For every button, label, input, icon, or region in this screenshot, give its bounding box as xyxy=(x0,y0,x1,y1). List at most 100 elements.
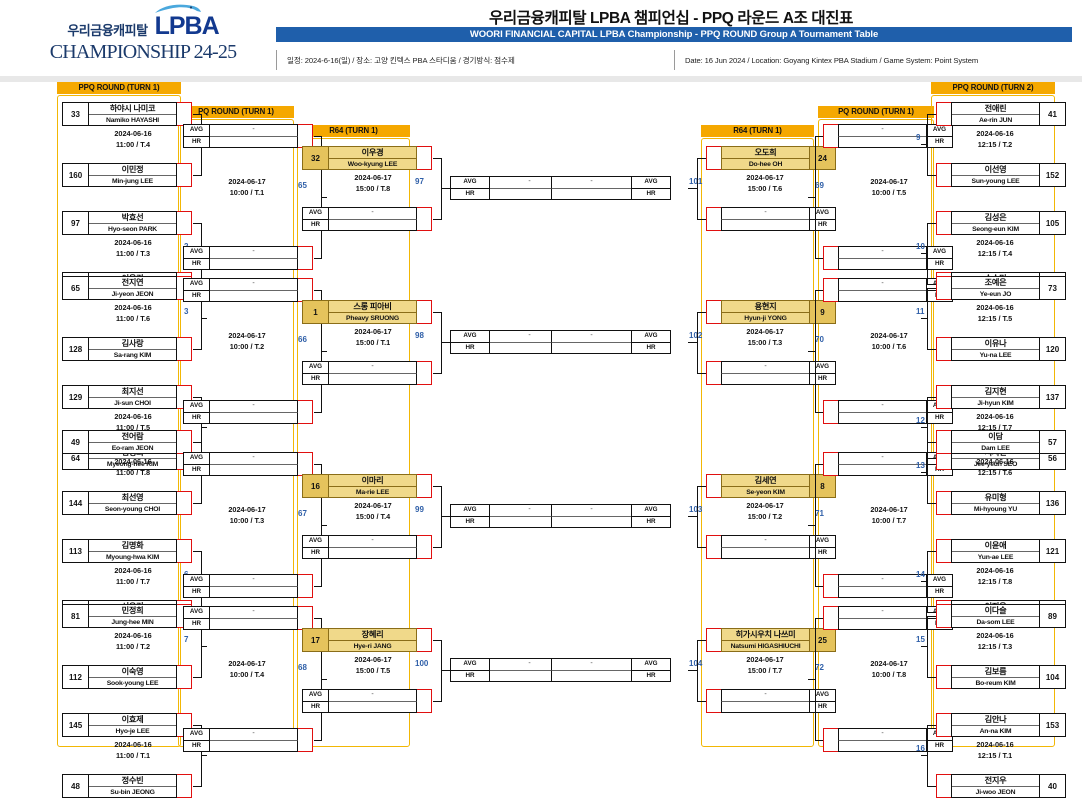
player-score-box[interactable] xyxy=(417,474,432,498)
result-score-box[interactable] xyxy=(298,452,313,476)
player-score-box[interactable] xyxy=(417,628,432,652)
result-score-box[interactable] xyxy=(298,246,313,270)
player-card[interactable]: 160 이민정 Min-jung LEE xyxy=(62,163,192,187)
player-score-box[interactable] xyxy=(936,491,951,515)
player-score-box[interactable] xyxy=(706,146,721,170)
player-score-box[interactable] xyxy=(706,628,721,652)
result-score-box[interactable] xyxy=(298,400,313,424)
player-card[interactable]: 145 이효제 Hyo-je LEE xyxy=(62,713,192,737)
player-card[interactable]: 136 유미형 Mi-hyoung YU xyxy=(936,491,1066,515)
player-score-box[interactable] xyxy=(936,276,951,300)
result-score-box[interactable] xyxy=(823,728,838,752)
player-card[interactable]: 153 김안나 An-na KIM xyxy=(936,713,1066,737)
player-score-box[interactable] xyxy=(936,665,951,689)
player-card[interactable]: 81 민정희 Jung-hee MIN xyxy=(62,604,192,628)
player-score-box[interactable] xyxy=(936,211,951,235)
player-score-box[interactable] xyxy=(936,385,951,409)
player-card[interactable]: 9 용현지 Hyun-ji YONG xyxy=(706,300,836,324)
player-card[interactable]: 25 히가시우치 나쓰미 Natsumi HIGASHIUCHI xyxy=(706,628,836,652)
player-card[interactable]: 120 이유나 Yu-na LEE xyxy=(936,337,1066,361)
player-card[interactable]: 8 김세연 Se-yeon KIM xyxy=(706,474,836,498)
player-card[interactable]: 129 최지선 Ji-sun CHOI xyxy=(62,385,192,409)
player-card[interactable]: 40 전지우 Ji-woo JEON xyxy=(936,774,1066,798)
player-score-box[interactable] xyxy=(936,774,951,798)
player-card[interactable]: 16 이마리 Ma-rie LEE xyxy=(302,474,432,498)
player-score-box[interactable] xyxy=(706,474,721,498)
result-score-box[interactable] xyxy=(823,278,838,302)
player-card[interactable]: 128 김사랑 Sa-rang KIM xyxy=(62,337,192,361)
player-score-box[interactable] xyxy=(177,163,192,187)
player-score-box[interactable] xyxy=(177,491,192,515)
player-card[interactable]: 89 이다슬 Da-som LEE xyxy=(936,604,1066,628)
result-score-box[interactable] xyxy=(298,124,313,148)
result-score-box[interactable] xyxy=(417,361,432,385)
player-card[interactable]: 73 조예은 Ye-eun JO xyxy=(936,276,1066,300)
player-score-box[interactable] xyxy=(417,146,432,170)
result-score-box[interactable] xyxy=(823,400,838,424)
player-card[interactable]: 152 이선영 Sun-young LEE xyxy=(936,163,1066,187)
player-score-box[interactable] xyxy=(706,300,721,324)
player-card[interactable]: 144 최선영 Seon-young CHOI xyxy=(62,491,192,515)
player-card[interactable]: 49 전어람 Eo-ram JEON xyxy=(62,430,192,454)
result-score-box[interactable] xyxy=(706,361,721,385)
player-card[interactable]: 17 장혜리 Hye-ri JANG xyxy=(302,628,432,652)
player-score-box[interactable] xyxy=(177,211,192,235)
result-score-box[interactable] xyxy=(706,689,721,713)
player-score-box[interactable] xyxy=(936,163,951,187)
result-score-box[interactable] xyxy=(298,728,313,752)
player-score-box[interactable] xyxy=(177,774,192,798)
player-card[interactable]: 121 이윤애 Yun-ae LEE xyxy=(936,539,1066,563)
player-score-box[interactable] xyxy=(936,604,951,628)
player-card[interactable]: 32 이우경 Woo-kyung LEE xyxy=(302,146,432,170)
player-score-box[interactable] xyxy=(936,713,951,737)
player-score-box[interactable] xyxy=(177,102,192,126)
result-score-box[interactable] xyxy=(417,689,432,713)
player-card[interactable]: 105 김성은 Seong-eun KIM xyxy=(936,211,1066,235)
player-card[interactable]: 48 정수빈 Su-bin JEONG xyxy=(62,774,192,798)
player-score-box[interactable] xyxy=(936,539,951,563)
player-card[interactable]: 113 김명화 Myoung-hwa KIM xyxy=(62,539,192,563)
result-score-box[interactable] xyxy=(823,246,838,270)
player-score-box[interactable] xyxy=(177,430,192,454)
player-score-box[interactable] xyxy=(936,430,951,454)
player-card[interactable]: 57 이담 Dam LEE xyxy=(936,430,1066,454)
result-score-box[interactable] xyxy=(706,207,721,231)
result-score-box[interactable] xyxy=(298,606,313,630)
player-score-box[interactable] xyxy=(936,102,951,126)
result-score-box[interactable] xyxy=(823,452,838,476)
result-score-box[interactable] xyxy=(706,535,721,559)
result-score-box[interactable] xyxy=(298,574,313,598)
result-score-box[interactable] xyxy=(298,278,313,302)
result-score-box[interactable] xyxy=(417,535,432,559)
player-score-box[interactable] xyxy=(177,665,192,689)
player-card[interactable]: 65 전지연 Ji-yeon JEON xyxy=(62,276,192,300)
player-score-box[interactable] xyxy=(936,337,951,361)
player-card[interactable]: 1 스롱 피아비 Pheavy SRUONG xyxy=(302,300,432,324)
